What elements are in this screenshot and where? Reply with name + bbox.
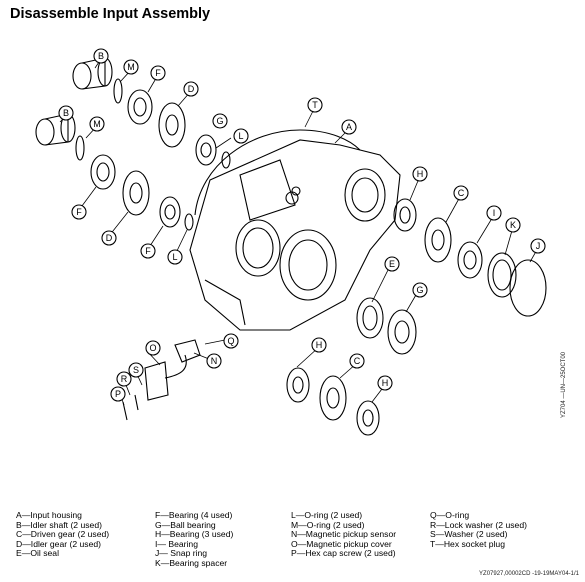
legend-item: E—Oil seal — [16, 548, 59, 559]
legend-item: N—Magnetic pickup sensor — [291, 529, 397, 540]
legend-column-4: Q—O-ring R—Lock washer (2 used) S—Washer… — [430, 510, 527, 549]
callout-a: A — [341, 119, 357, 135]
legend-item: M—O-ring (2 used) — [291, 519, 365, 530]
svg-text:M: M — [93, 119, 101, 129]
legend-item: A—Input housing — [16, 510, 82, 520]
callout-p: P — [110, 386, 126, 402]
page-title: Disassemble Input Assembly — [10, 6, 211, 22]
callout-s: S — [128, 362, 144, 378]
svg-text:G: G — [216, 116, 223, 126]
svg-text:L: L — [238, 131, 243, 141]
svg-text:F: F — [76, 207, 82, 217]
side-code: YZ704 —UN—25OCT00 — [561, 351, 567, 418]
callout-j: J — [530, 238, 546, 254]
callout-t: T — [307, 97, 323, 113]
footer-code: YZ07927,00002CD -19-19MAY04-1/1 — [479, 571, 579, 577]
input-housing — [189, 129, 401, 331]
callout-d-upper: D — [183, 81, 199, 97]
svg-text:F: F — [145, 246, 151, 256]
callout-g-lower: G — [412, 282, 428, 298]
legend-item: S—Washer (2 used) — [430, 529, 508, 540]
svg-text:D: D — [188, 84, 195, 94]
callout-e: E — [384, 256, 400, 272]
callout-r: R — [116, 371, 132, 387]
callout-k: K — [505, 217, 521, 233]
callout-h-upper: H — [412, 166, 428, 182]
callout-m-upper: M — [123, 59, 139, 75]
legend-column-3: L—O-ring (2 used) M—O-ring (2 used) N—Ma… — [291, 510, 397, 559]
legend-item: K—Bearing spacer — [155, 557, 228, 568]
upper-shaft-assembly — [72, 57, 231, 169]
callout-h-lower: H — [377, 375, 393, 391]
legend-item: Q—O-ring — [430, 510, 470, 520]
callout-n: N — [206, 353, 222, 369]
svg-text:J: J — [536, 241, 541, 251]
svg-text:S: S — [133, 365, 139, 375]
legend-item: C—Driven gear (2 used) — [16, 529, 110, 540]
exploded-view-diagram: B M F D T A G L B M F D H C F L I K J E … — [35, 48, 547, 436]
svg-text:H: H — [316, 340, 323, 350]
legend-column-1: A—Input housing B—Idler shaft (2 used) C… — [16, 510, 110, 559]
legend-item: P—Hex cap screw (2 used) — [291, 548, 396, 559]
legend-item: H—Bearing (3 used) — [155, 529, 234, 540]
legend-item: F—Bearing (4 used) — [155, 510, 233, 520]
svg-text:B: B — [63, 108, 69, 118]
callout-g-upper: G — [212, 113, 228, 129]
callout-m-lower: M — [89, 116, 105, 132]
svg-text:C: C — [458, 188, 465, 198]
legend-item: R—Lock washer (2 used) — [430, 519, 527, 530]
svg-text:K: K — [510, 220, 516, 230]
callout-c-upper: C — [453, 185, 469, 201]
svg-text:L: L — [172, 252, 177, 262]
legend-item: G—Ball bearing — [155, 519, 216, 530]
svg-text:I: I — [493, 208, 496, 218]
lower-shaft-assembly — [35, 113, 194, 231]
svg-text:H: H — [382, 378, 389, 388]
svg-text:B: B — [98, 51, 104, 61]
svg-text:P: P — [115, 389, 121, 399]
callout-f-lower: F — [71, 204, 87, 220]
svg-text:N: N — [211, 356, 218, 366]
callout-i: I — [486, 205, 502, 221]
svg-text:T: T — [312, 100, 318, 110]
callout-b-upper: B — [93, 48, 109, 64]
legend-column-2: F—Bearing (4 used) G—Ball bearing H—Bear… — [155, 510, 234, 569]
legend-item: D—Idler gear (2 used) — [16, 538, 102, 549]
svg-text:C: C — [354, 356, 361, 366]
legend-item: O—Magnetic pickup cover — [291, 538, 392, 549]
callout-f-middle: F — [140, 243, 156, 259]
svg-text:F: F — [155, 68, 161, 78]
svg-text:G: G — [416, 285, 423, 295]
svg-text:A: A — [346, 122, 352, 132]
svg-text:Q: Q — [227, 336, 234, 346]
svg-text:H: H — [417, 169, 424, 179]
callout-d-lower: D — [101, 230, 117, 246]
svg-text:D: D — [106, 233, 113, 243]
callout-c-lower: C — [349, 353, 365, 369]
callout-l-upper: L — [233, 128, 249, 144]
svg-text:O: O — [149, 343, 156, 353]
right-side-parts — [356, 198, 547, 355]
callout-b-lower: B — [58, 105, 74, 121]
callout-f-upper: F — [150, 65, 166, 81]
callout-q: Q — [223, 333, 239, 349]
legend-item: J— Snap ring — [155, 548, 208, 559]
legend-item: L—O-ring (2 used) — [291, 510, 363, 520]
legend-item: B—Idler shaft (2 used) — [16, 519, 102, 530]
svg-text:E: E — [389, 259, 395, 269]
callout-o: O — [145, 340, 161, 356]
legend-item: I— Bearing — [155, 538, 198, 549]
svg-text:R: R — [121, 374, 128, 384]
callout-l-lower: L — [167, 249, 183, 265]
legend-item: T—Hex socket plug — [430, 538, 505, 549]
svg-text:M: M — [127, 62, 135, 72]
callout-h-middle: H — [311, 337, 327, 353]
